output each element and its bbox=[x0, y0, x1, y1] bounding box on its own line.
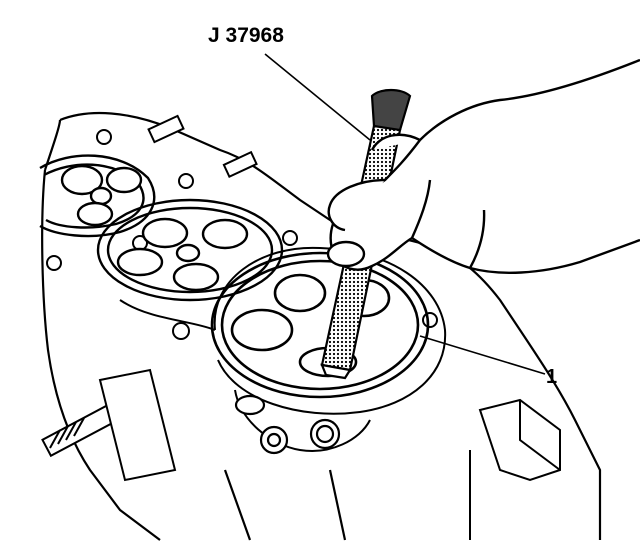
head-gasket bbox=[119, 246, 447, 452]
technician-hand bbox=[326, 58, 640, 274]
head-studs bbox=[46, 114, 438, 340]
cylinder-bore-2 bbox=[96, 198, 284, 302]
block-stud bbox=[41, 368, 177, 482]
tool-number-callout: J 37968 bbox=[208, 24, 284, 47]
oil-passages bbox=[234, 394, 341, 455]
leader-lines bbox=[264, 53, 546, 375]
cylinder-bore-1 bbox=[39, 154, 156, 238]
cylinder-bore-3 bbox=[210, 251, 430, 399]
right-bracket bbox=[469, 398, 561, 540]
part-number-callout: 1 bbox=[546, 366, 558, 388]
